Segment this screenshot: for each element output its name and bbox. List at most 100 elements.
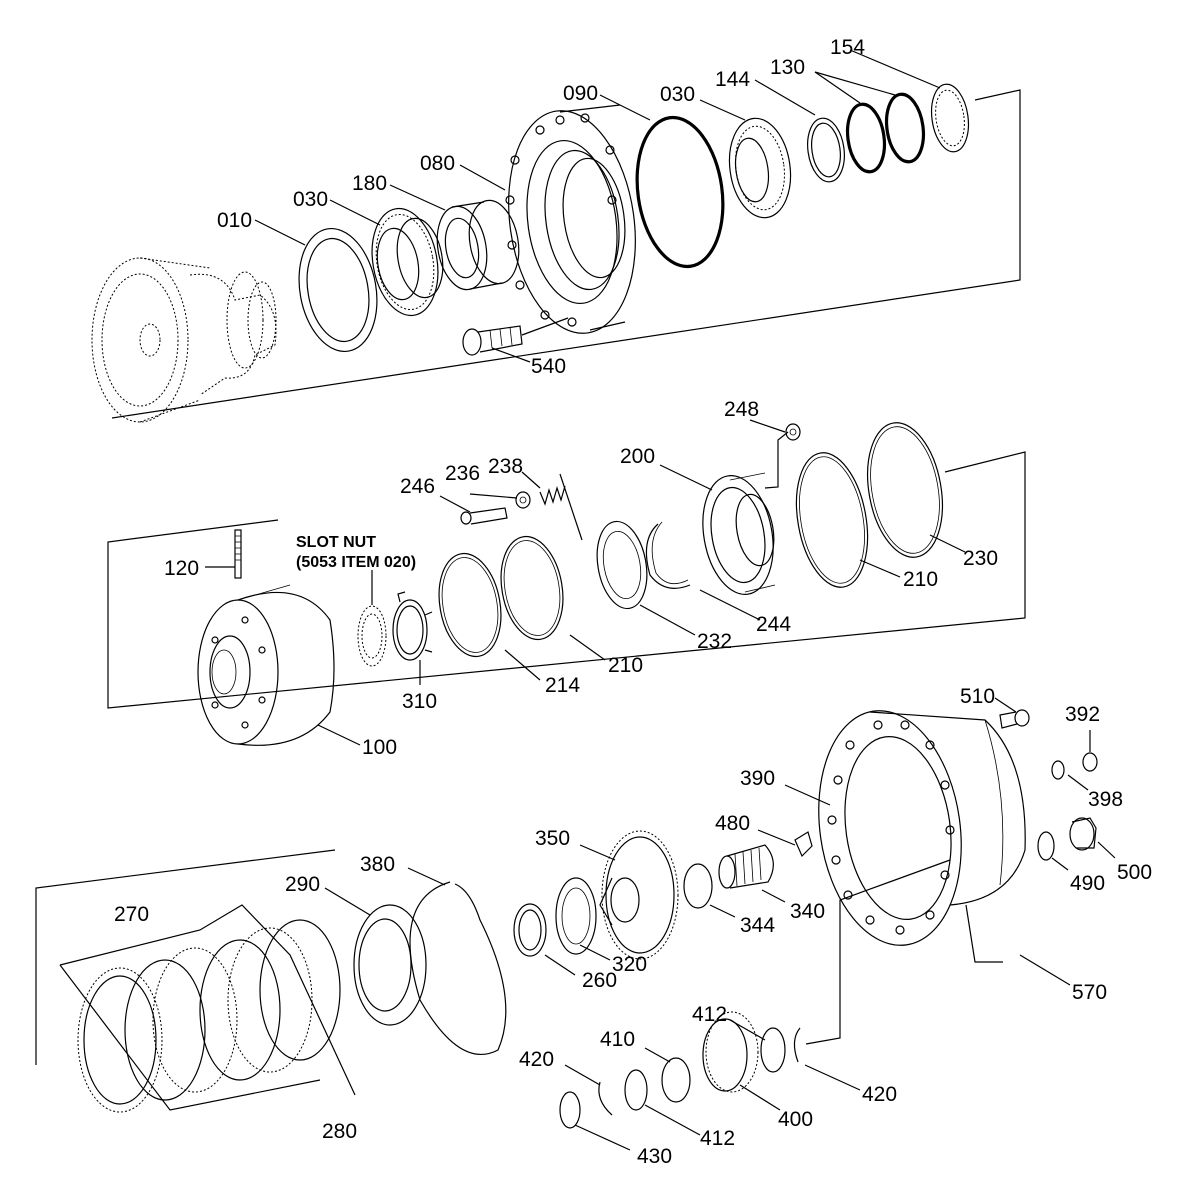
label-144: 144 xyxy=(715,68,750,91)
label-412-top: 412 xyxy=(692,1003,727,1026)
label-570: 570 xyxy=(1072,981,1107,1004)
hub-010 xyxy=(91,257,277,423)
label-280: 280 xyxy=(322,1120,357,1143)
ring-210-a xyxy=(500,535,564,641)
ring-412-a xyxy=(760,1027,786,1073)
ring-398 xyxy=(1051,760,1065,780)
leader-238-frame xyxy=(559,473,583,541)
ring-214 xyxy=(438,552,502,658)
plug-392 xyxy=(1082,730,1098,772)
leader-248-frame xyxy=(764,431,789,489)
leader-570-frame xyxy=(965,904,1003,963)
label-392: 392 xyxy=(1065,703,1100,726)
label-310: 310 xyxy=(402,690,437,713)
label-350: 350 xyxy=(535,827,570,850)
label-500: 500 xyxy=(1117,861,1152,884)
plate-232 xyxy=(596,520,648,610)
label-180: 180 xyxy=(352,172,387,195)
label-398: 398 xyxy=(1088,788,1123,811)
seal-010 xyxy=(298,227,378,353)
slot-nut xyxy=(357,570,387,667)
bolt-540 xyxy=(462,317,569,356)
section-bottom: 510 392 390 398 480 500 490 350 340 344 … xyxy=(35,685,1152,1168)
bracket-280 xyxy=(59,964,321,1111)
nut-236 xyxy=(515,491,531,509)
ring-490 xyxy=(1037,831,1055,861)
tab-washer-480 xyxy=(794,831,813,858)
snap-ring-420-left xyxy=(598,1081,613,1116)
ring-210-b xyxy=(795,452,869,588)
section-bottom-frame-right xyxy=(805,859,951,1045)
leaders-top xyxy=(254,49,941,363)
plug-500 xyxy=(1069,817,1097,851)
section-bottom-frame-left xyxy=(35,849,336,1065)
screw-246 xyxy=(460,507,508,525)
label-260: 260 xyxy=(582,969,617,992)
ring-130-a xyxy=(845,102,887,174)
label-030-right: 030 xyxy=(660,83,695,106)
gear-350 xyxy=(599,830,679,960)
label-412-bottom: 412 xyxy=(700,1127,735,1150)
label-090: 090 xyxy=(563,82,598,105)
section-top-frame xyxy=(111,89,1021,419)
piston-200 xyxy=(702,472,776,595)
shaft-340 xyxy=(718,844,774,889)
housing-390 xyxy=(818,710,1026,946)
bearing-cup-180 xyxy=(436,199,520,291)
label-490: 490 xyxy=(1070,872,1105,895)
label-030-left: 030 xyxy=(293,188,328,211)
label-100: 100 xyxy=(362,736,397,759)
drum-100 xyxy=(197,584,335,746)
label-420-right: 420 xyxy=(862,1083,897,1106)
ring-412-b xyxy=(624,1069,648,1111)
ring-130-b xyxy=(884,92,926,164)
clutch-discs xyxy=(77,919,341,1113)
label-290: 290 xyxy=(285,873,320,896)
label-010: 010 xyxy=(217,209,252,232)
label-130: 130 xyxy=(770,56,805,79)
label-120: 120 xyxy=(164,557,199,580)
bearing-030-left xyxy=(371,207,444,317)
section-top: 154 130 144 030 090 080 180 030 010 540 xyxy=(91,36,1021,423)
label-420-left: 420 xyxy=(519,1048,554,1071)
label-380: 380 xyxy=(360,853,395,876)
label-400: 400 xyxy=(778,1108,813,1131)
plate-320 xyxy=(555,877,597,955)
label-080: 080 xyxy=(420,152,455,175)
screw-510 xyxy=(994,697,1030,729)
label-230: 230 xyxy=(963,547,998,570)
label-236: 236 xyxy=(445,462,480,485)
label-270: 270 xyxy=(114,903,149,926)
bearing-030-right xyxy=(728,117,792,219)
label-210-a: 210 xyxy=(608,654,643,677)
label-200: 200 xyxy=(620,445,655,468)
label-210-b: 210 xyxy=(903,568,938,591)
slot-nut-note-line1: SLOT NUT xyxy=(296,534,376,551)
label-340: 340 xyxy=(790,900,825,923)
nut-248 xyxy=(785,423,801,441)
slot-nut-note-line2: (5053 ITEM 020) xyxy=(296,554,416,571)
label-214: 214 xyxy=(545,674,580,697)
label-540: 540 xyxy=(531,355,566,378)
washer-260 xyxy=(513,903,547,957)
section-middle-frame xyxy=(107,451,1026,709)
ring-430 xyxy=(559,1091,581,1129)
label-248: 248 xyxy=(724,398,759,421)
leaders-middle xyxy=(317,419,966,746)
leaders-bottom xyxy=(324,774,1116,1151)
ring-144 xyxy=(807,117,845,183)
housing-080 xyxy=(505,104,636,334)
washer-154 xyxy=(930,83,970,153)
section-middle: 248 200 238 236 246 120 SLOT NUT (5053 I… xyxy=(107,398,1026,759)
label-320: 320 xyxy=(612,953,647,976)
label-480: 480 xyxy=(715,812,750,835)
label-154: 154 xyxy=(830,36,865,59)
ring-344 xyxy=(683,863,713,909)
bracket-270 xyxy=(59,904,356,1096)
snap-ring-420-right xyxy=(793,1027,801,1063)
o-ring-090 xyxy=(635,115,725,269)
spring-238 xyxy=(539,485,566,506)
label-410: 410 xyxy=(600,1028,635,1051)
label-246: 246 xyxy=(400,475,435,498)
